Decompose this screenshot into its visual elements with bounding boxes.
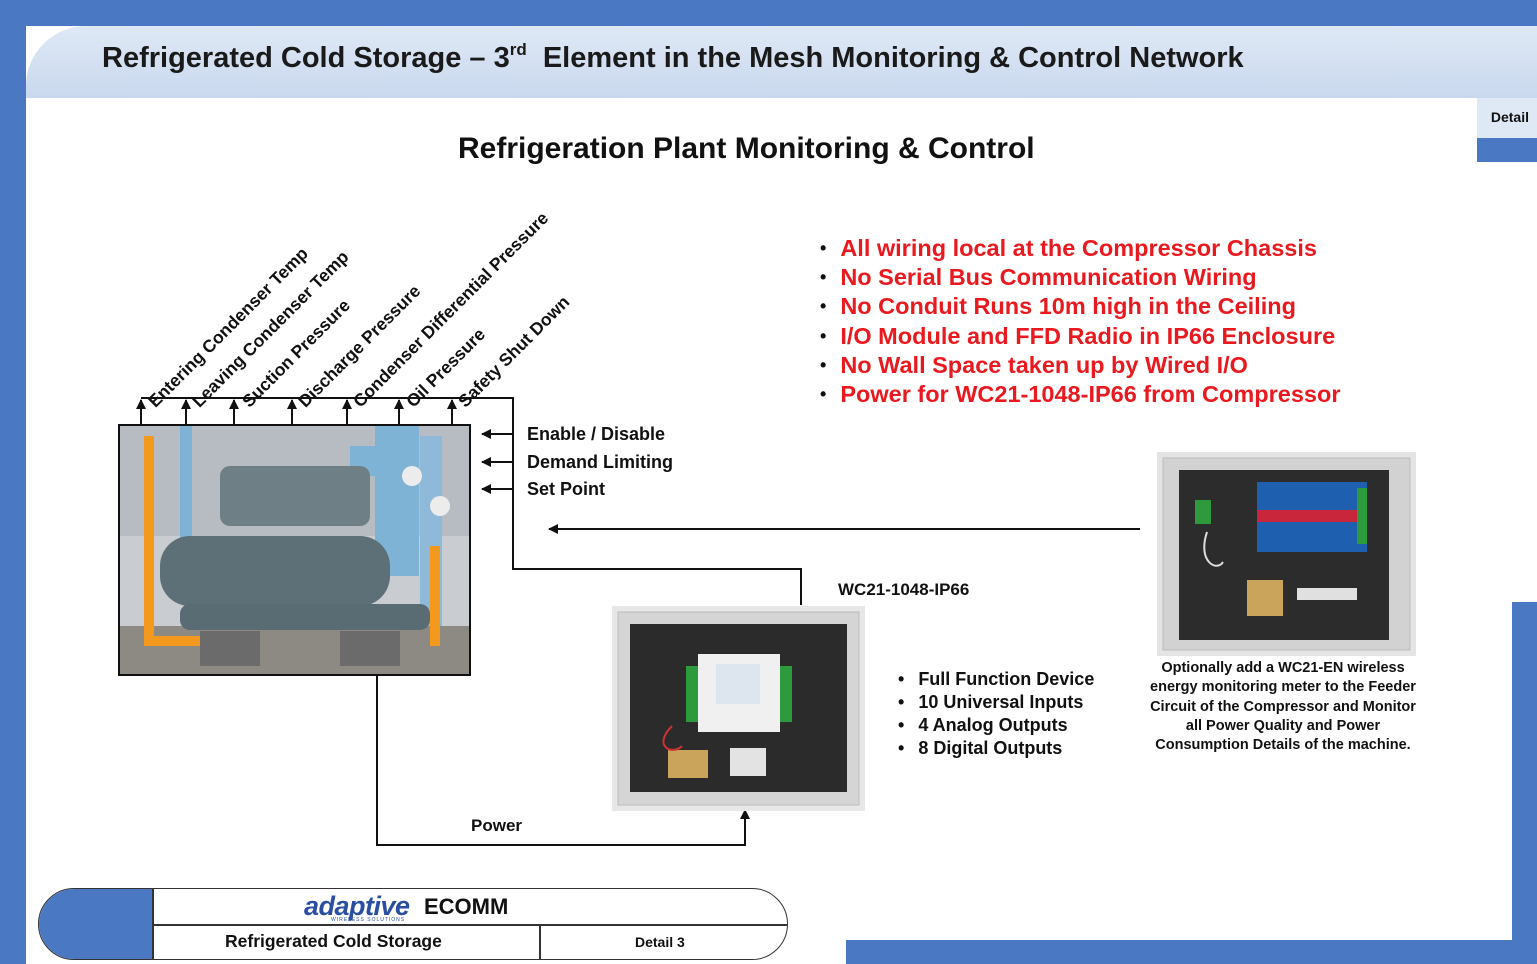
frame-bottom-bar [846,940,1537,964]
benefit-item: No Wall Space taken up by Wired I/O [820,351,1341,380]
footer-blue-block [39,889,152,959]
footer-divider [539,924,541,959]
control-label-enable-disable: Enable / Disable [527,424,666,444]
footer: adaptive WIRELESS SOLUTIONS ECOMM Refrig… [38,888,788,960]
compressor-photo [118,424,471,676]
frame-left-bar [0,0,26,964]
tab-detail-label: Detail [1490,109,1529,125]
benefits-list: All wiring local at the Compressor Chass… [820,234,1341,409]
control-label-set-point: Set Point [527,479,606,499]
footer-section-name: Refrigerated Cold Storage [225,931,442,951]
wc21-enclosure-photo [612,606,865,811]
footer-divider [152,924,787,926]
wc21-en-meter-photo [1157,452,1416,656]
device-features-list: Full Function Device 10 Universal Inputs… [898,668,1094,760]
control-label-demand-limiting: Demand Limiting [527,452,674,472]
device-feature-item: 4 Analog Outputs [898,714,1094,737]
frame-right-bar [1512,602,1537,964]
page-title: Refrigerated Cold Storage – 3rd Element … [102,40,1244,74]
sensor-bus-line [141,397,802,605]
diagram-subtitle: Refrigeration Plant Monitoring & Control [458,132,1035,165]
benefit-item: All wiring local at the Compressor Chass… [820,234,1341,263]
device-label-wc21: WC21-1048-IP66 [838,580,970,599]
meter-note: Optionally add a WC21-EN wireless energy… [1150,660,1416,754]
benefit-item: No Conduit Runs 10m high in the Ceiling [820,292,1341,321]
benefit-item: No Serial Bus Communication Wiring [820,263,1341,292]
tab-strip [1477,138,1537,162]
power-label: Power [471,816,523,835]
frame-top-bar [0,0,1537,26]
tab-detail[interactable]: Detail [1477,98,1537,138]
footer-page-number: Detail 3 [635,934,685,950]
device-feature-item: Full Function Device [898,668,1094,691]
adaptive-logo: adaptive [304,891,410,921]
benefit-item: Power for WC21-1048-IP66 from Compressor [820,380,1340,409]
brand-name: ECOMM [424,894,509,919]
adaptive-logo-tagline: WIRELESS SOLUTIONS [331,917,406,923]
device-feature-item: 10 Universal Inputs [898,691,1094,714]
device-feature-item: 8 Digital Outputs [898,737,1094,760]
header-band [26,26,1537,98]
benefit-item: I/O Module and FFD Radio in IP66 Enclosu… [820,322,1341,351]
